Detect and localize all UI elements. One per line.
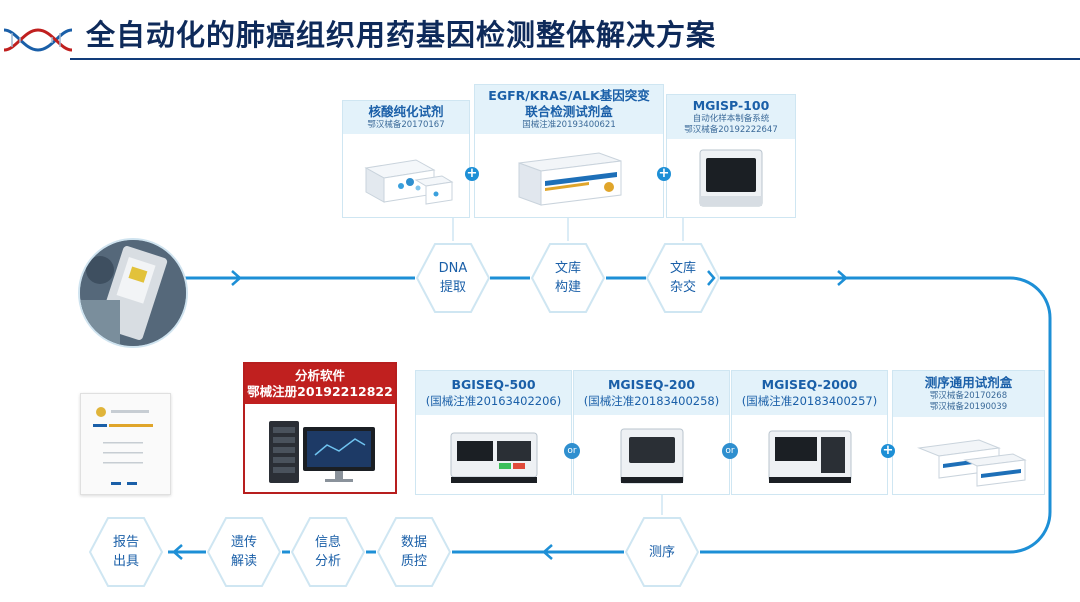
software-registration: 鄂械注册20192212822 xyxy=(247,384,393,399)
product-card-nucleic-acid-reagent: 核酸纯化试剂 鄂汉械备20170167 xyxy=(342,100,470,218)
hexagon-shape xyxy=(206,517,282,587)
step-sequencing: 测序 xyxy=(624,514,700,590)
report-document-icon xyxy=(80,393,171,495)
sequencer-500-icon xyxy=(416,417,571,494)
step-data-qc: 数据质控 xyxy=(376,514,452,590)
hexagon-shape xyxy=(530,243,606,313)
step-label-line1: 信息 xyxy=(314,535,341,550)
step-label-line2: 分析 xyxy=(314,554,341,569)
product-card-mgisp-100: MGISP-100 自动化样本制备系统 鄂汉械备20192222647 xyxy=(666,94,796,218)
step-bioinformatics: 信息分析 xyxy=(290,514,366,590)
product-card-mgiseq-2000: MGISEQ-2000 (国械注准20183400257) xyxy=(731,370,888,495)
step-label-line1: 文库 xyxy=(554,261,581,276)
sequencing-kit-icon xyxy=(893,421,1044,494)
step-label-line1: 遗传 xyxy=(230,535,257,550)
test-kit-box-icon xyxy=(475,141,663,217)
step-label-line2: 质控 xyxy=(400,554,427,569)
server-workstation-icon xyxy=(245,412,395,492)
step-label-line1: 测序 xyxy=(648,544,675,560)
software-card: 分析软件 鄂械注册20192212822 xyxy=(243,362,397,494)
plus-icon: + xyxy=(657,166,671,181)
step-label-line1: 文库 xyxy=(669,261,696,276)
step-label-line2: 解读 xyxy=(230,554,257,569)
sequencer-2000-icon xyxy=(732,417,887,494)
software-title: 分析软件 xyxy=(294,368,345,383)
or-badge: or xyxy=(564,443,580,459)
reagent-box-icon xyxy=(343,139,469,217)
step-label-line2: 杂交 xyxy=(669,280,696,295)
product-card-mgiseq-200: MGISEQ-200 (国械注准20183400258) xyxy=(573,370,730,495)
step-label-line1: 数据 xyxy=(400,535,427,550)
hexagon-shape xyxy=(415,243,491,313)
product-card-bgiseq-500: BGISEQ-500 (国械注准20163402206) xyxy=(415,370,572,495)
or-badge: or xyxy=(722,443,738,459)
step-label-line1: DNA xyxy=(438,261,468,276)
hexagon-shape xyxy=(376,517,452,587)
product-card-egfr-test-kit: EGFR/KRAS/ALK基因突变 联合检测试剂盒 国械注准2019340062… xyxy=(474,84,664,218)
plus-icon: + xyxy=(881,443,895,458)
step-library-construction: 文库构建 xyxy=(530,240,606,316)
tissue-sample-photo xyxy=(78,238,188,348)
step-library-hybridization: 文库杂交 xyxy=(645,240,721,316)
plus-icon: + xyxy=(465,166,479,181)
product-card-sequencing-kit: 测序通用试剂盒 鄂汉械备20170268 鄂汉械备20190039 xyxy=(892,370,1045,495)
step-report-issuance: 报告出具 xyxy=(88,514,164,590)
sample-prep-instrument-icon xyxy=(667,141,795,217)
hexagon-shape xyxy=(624,517,700,587)
step-label-line2: 出具 xyxy=(112,554,139,569)
step-label-line2: 构建 xyxy=(554,280,581,295)
step-label-line2: 提取 xyxy=(439,280,466,295)
step-label-line1: 报告 xyxy=(112,535,139,550)
hexagon-shape xyxy=(88,517,164,587)
sequencer-200-icon xyxy=(574,417,729,494)
title-underline xyxy=(70,58,1080,60)
chevron-right-icon xyxy=(707,270,716,286)
step-dna-extraction: DNA 提取 xyxy=(415,240,491,316)
dna-helix-logo-icon xyxy=(3,28,73,52)
hexagon-shape xyxy=(290,517,366,587)
page-title: 全自动化的肺癌组织用药基因检测整体解决方案 xyxy=(86,18,717,52)
step-genetic-interpretation: 遗传解读 xyxy=(206,514,282,590)
hexagon-shape xyxy=(645,243,721,313)
